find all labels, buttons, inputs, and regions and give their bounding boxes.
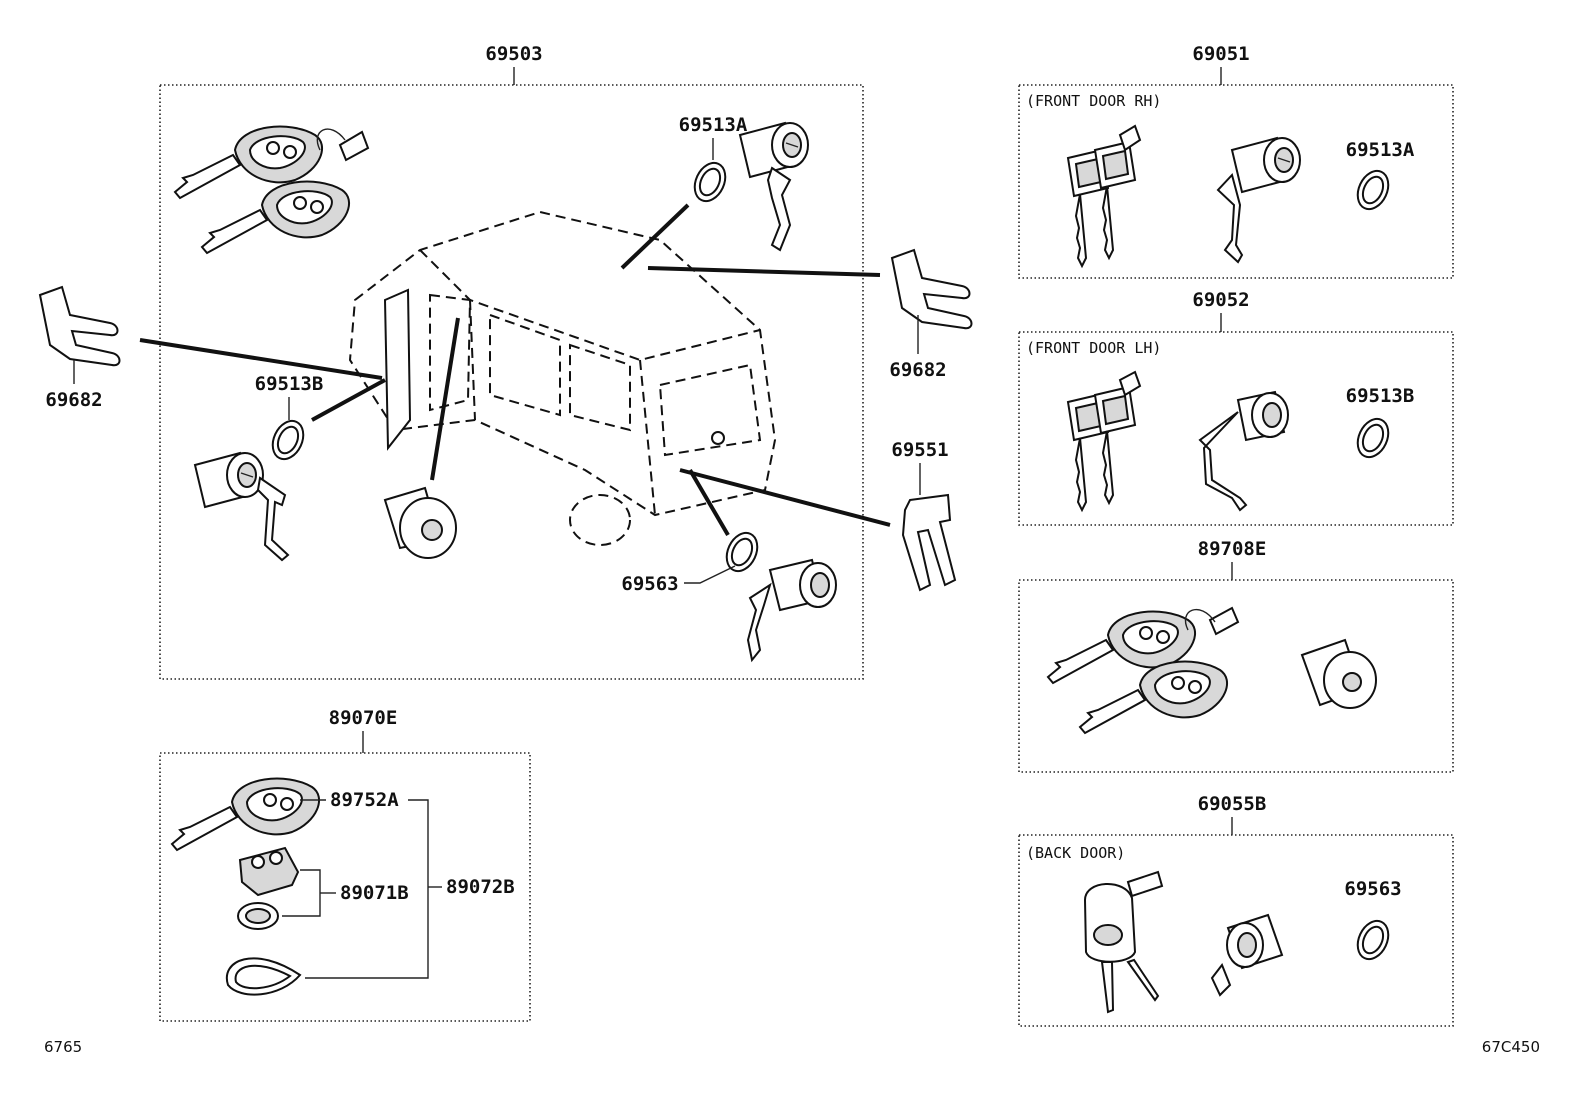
front-lh-cylinder-main [194, 452, 264, 508]
ignition-set-part-no: 89708E [1198, 538, 1267, 560]
key-head [171, 777, 321, 851]
battery-case [238, 846, 300, 897]
footer-left-code: 6765 [44, 1038, 82, 1056]
main-assembly-box: 69503 [159, 43, 864, 680]
main-assembly-part-no: 69503 [485, 43, 542, 65]
van-illustration [348, 210, 777, 546]
front-door-rh-note: (FRONT DOOR RH) [1026, 92, 1161, 110]
key-assembly-box: 89070E 89752A 89071B 89072B [159, 707, 531, 1022]
front-door-rh-box: 69051 (FRONT DOOR RH) 69513A [1018, 43, 1454, 279]
label-69682-left: 69682 [45, 389, 102, 411]
back-door-cylinder-main [746, 558, 837, 663]
battery-coin [237, 902, 279, 930]
front-lh-ring-label: 69513B [1346, 385, 1415, 407]
bracket-left [39, 286, 121, 367]
remote-key-2 [201, 180, 351, 254]
label-69682-right: 69682 [889, 359, 946, 381]
back-door-key [1083, 883, 1160, 1014]
back-door-part-no: 69055B [1198, 793, 1267, 815]
label-69563-main: 69563 [621, 573, 678, 595]
ignition-set-box: 89708E [1018, 538, 1454, 773]
ignition-cylinder [1300, 638, 1377, 709]
ignition-remote-key-2 [1079, 660, 1229, 734]
key-head-label: 89752A [330, 789, 399, 811]
label-69513a-main: 69513A [679, 114, 748, 136]
bracket-back [901, 493, 957, 592]
front-rh-key-2 [1094, 141, 1136, 259]
back-door-note: (BACK DOOR) [1026, 844, 1125, 862]
transmitter-label: 89072B [446, 876, 515, 898]
front-door-lh-note: (FRONT DOOR LH) [1026, 339, 1161, 357]
front-lh-cylinder [1198, 390, 1289, 512]
footer-right-code: 67C450 [1482, 1038, 1540, 1056]
back-door-box: 69055B (BACK DOOR) 69563 [1018, 793, 1454, 1027]
front-door-lh-box: 69052 (FRONT DOOR LH) 69513B [1018, 289, 1454, 526]
front-door-lh-part-no: 69052 [1192, 289, 1249, 311]
front-door-rh-part-no: 69051 [1192, 43, 1249, 65]
front-rh-ring-label: 69513A [1346, 139, 1415, 161]
key-assembly-part-no: 89070E [329, 707, 398, 729]
front-lh-key-2 [1094, 386, 1136, 504]
label-69513b-main: 69513B [255, 373, 324, 395]
transmitter-housing [225, 957, 302, 996]
back-door-cylinder [1210, 913, 1284, 997]
front-rh-ring-main [687, 156, 733, 208]
back-door-ring-label: 69563 [1344, 878, 1401, 900]
front-rh-ring [1350, 164, 1396, 216]
battery-case-label: 89071B [340, 882, 409, 904]
back-door-ring [1350, 914, 1396, 966]
label-69551: 69551 [891, 439, 948, 461]
ignition-cylinder-main [383, 317, 460, 559]
front-lh-ring-main [265, 414, 311, 466]
bracket-right [891, 249, 973, 330]
front-lh-ring [1350, 412, 1396, 464]
front-rh-cylinder [1231, 137, 1301, 193]
